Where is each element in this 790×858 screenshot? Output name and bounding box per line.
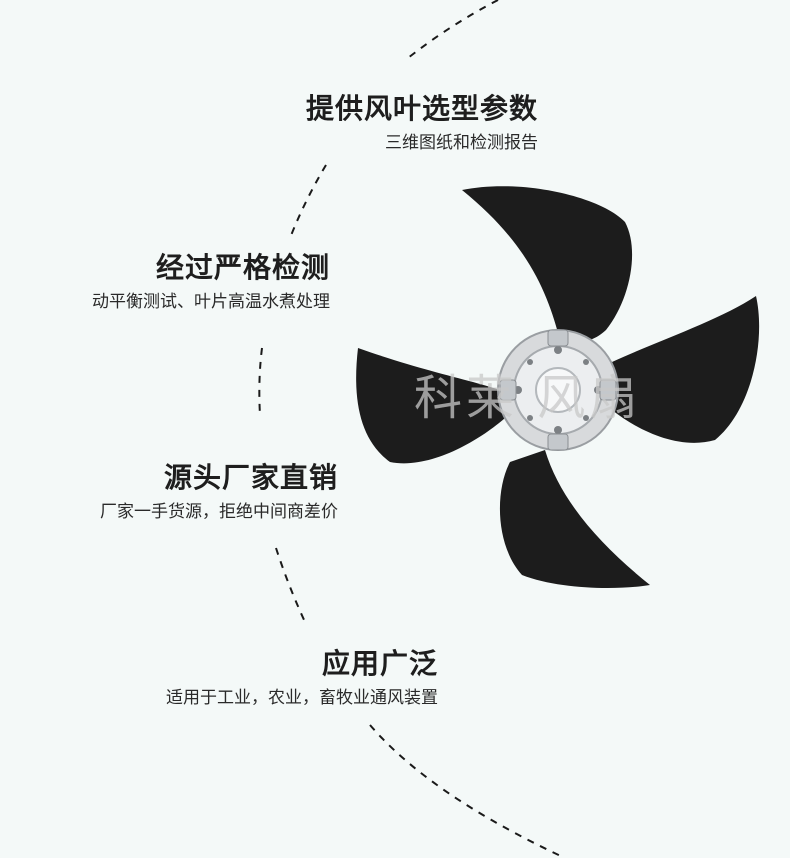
fan-image (356, 186, 760, 588)
fan-blade-left (356, 348, 505, 464)
feature-title: 应用广泛 (321, 647, 438, 680)
fan-hub-center (535, 367, 581, 413)
feature-strict-testing: 经过严格检测 动平衡测试、叶片高温水煮处理 (92, 250, 330, 314)
feature-desc: 动平衡测试、叶片高温水煮处理 (92, 292, 330, 312)
watermark: 科莱 风扇 (414, 370, 642, 426)
fan-blade-top (462, 186, 633, 342)
arc-seg-2 (289, 164, 327, 239)
feature-selection-params: 提供风叶选型参数 三维图纸和检测报告 (306, 91, 538, 155)
arc-seg-3 (258, 347, 263, 416)
feature-desc: 三维图纸和检测报告 (385, 133, 538, 153)
fan-blade-bottom (499, 450, 650, 588)
fan-blade-right (612, 296, 760, 443)
feature-desc: 厂家一手货源，拒绝中间商差价 (100, 502, 338, 522)
arc-top (407, 0, 499, 59)
feature-direct-sales: 源头厂家直销 厂家一手货源，拒绝中间商差价 (100, 460, 338, 524)
arc-bottom (369, 724, 566, 858)
feature-title: 提供风叶选型参数 (305, 92, 538, 125)
feature-title: 经过严格检测 (155, 251, 330, 284)
feature-wide-application: 应用广泛 适用于工业，农业，畜牧业通风装置 (166, 646, 438, 710)
fan-hub-clamps (499, 329, 617, 451)
feature-desc: 适用于工业，农业，畜牧业通风装置 (166, 688, 438, 708)
arc-seg-4 (275, 547, 306, 623)
dashed-arc (258, 0, 566, 858)
feature-title: 源头厂家直销 (163, 461, 338, 494)
